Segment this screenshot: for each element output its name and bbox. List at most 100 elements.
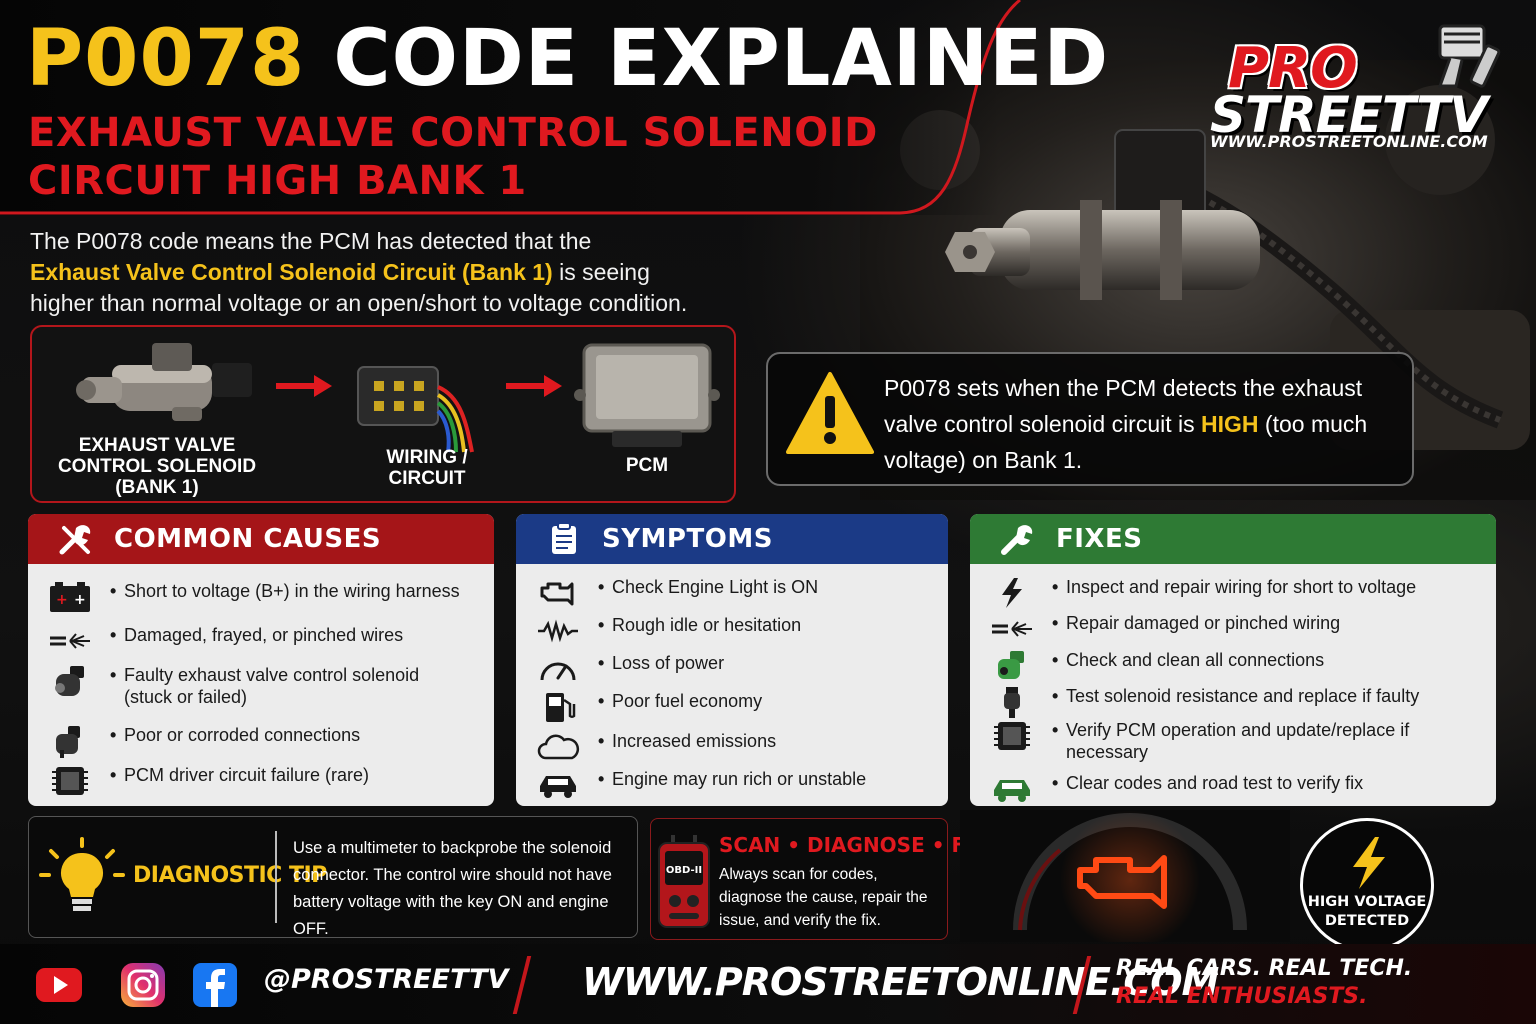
svg-text:+: +: [74, 592, 86, 608]
divider: [275, 831, 277, 923]
fuel-pump-icon: [546, 693, 576, 722]
list-item: • Clear codes and road test to verify fi…: [970, 772, 1466, 806]
symptom-text: Increased emissions: [612, 731, 777, 751]
logo-pro: PRO: [1228, 36, 1358, 101]
alert-text: P0078 sets when the PCM detects the exha…: [884, 370, 1404, 478]
title-rest: CODE EXPLAINED: [333, 14, 1110, 104]
wiring-connector-icon: [357, 366, 474, 453]
prostreet-logo: PRO STREETTV WWW.PROSTREETONLINE.COM: [1200, 20, 1530, 160]
fix-text: Repair damaged or pinched wiring: [1066, 613, 1341, 633]
subtitle-line2: CIRCUIT HIGH BANK 1: [28, 158, 527, 204]
title-code: P0078: [26, 14, 306, 104]
list-item: • Rough idle or hesitation: [516, 614, 932, 648]
cause-text: PCM driver circuit failure (rare): [124, 765, 370, 785]
intro-highlight: Exhaust Valve Control Solenoid Circuit (…: [30, 259, 553, 285]
list-item: • Loss of power: [516, 652, 932, 686]
list-item: • Check Engine Light is ON: [516, 576, 932, 610]
tools-icon: [59, 525, 91, 555]
flow-step-pcm: PCM: [625, 455, 669, 476]
high-voltage-badge: HIGH VOLTAGE DETECTED: [1300, 818, 1434, 952]
battery-icon: + +: [50, 582, 90, 612]
list-item: • Test solenoid resistance and replace i…: [970, 685, 1466, 719]
connector-icon: [56, 726, 80, 758]
cloud-icon: [537, 734, 580, 760]
circuit-flow-diagram: EXHAUST VALVE CONTROL SOLENOID (BANK 1) …: [30, 325, 736, 503]
fixes-title: FIXES: [1056, 524, 1143, 554]
symptoms-header: SYMPTOMS: [516, 514, 948, 564]
chip-icon: [52, 767, 88, 795]
symptom-text: Loss of power: [612, 653, 725, 673]
list-item: • Repair damaged or pinched wiring: [970, 612, 1466, 646]
cause-text: Faulty exhaust valve control solenoid (s…: [124, 665, 420, 707]
symptoms-panel: SYMPTOMS • Check Engine Light is ON • Ro…: [516, 514, 948, 806]
intro-part1: The P0078 code means the PCM has detecte…: [30, 228, 592, 254]
list-item: • Poor or corroded connections: [28, 724, 484, 758]
list-item: • Faulty exhaust valve control solenoid …: [28, 664, 444, 708]
slogan-line1: REAL CARS. REAL TECH.: [1116, 956, 1413, 981]
frayed-wire-icon: [50, 633, 90, 649]
instagram-icon[interactable]: [118, 962, 168, 1008]
list-item: • Check and clean all connections: [970, 649, 1466, 683]
symptom-text: Engine may run rich or unstable: [612, 769, 867, 789]
common-causes-header: COMMON CAUSES: [28, 514, 494, 564]
solenoid-icon: [55, 666, 84, 696]
connector-icon: [998, 651, 1024, 679]
arrow-right-icon: [276, 375, 332, 397]
list-item: + + • Short to voltage (B+) in the wirin…: [28, 580, 484, 614]
common-causes-panel: COMMON CAUSES + + • Short to voltage (B+…: [28, 514, 494, 806]
logo-url: WWW.PROSTREETONLINE.COM: [1210, 132, 1488, 151]
slogan-line2: REAL ENTHUSIASTS.: [1116, 984, 1368, 1009]
obd-scanner-icon: OBD-II: [658, 835, 710, 928]
cause-text: Damaged, frayed, or pinched wires: [124, 625, 404, 645]
diagnostic-tip-title: DIAGNOSTIC TIP: [133, 863, 327, 888]
piston-icon: [1437, 24, 1501, 88]
solenoid-icon: [76, 343, 252, 421]
lightning-icon: [1353, 837, 1385, 889]
website-link[interactable]: WWW.PROSTREETONLINE.COM: [582, 960, 1219, 1004]
scan-text: Always scan for codes, diagnose the caus…: [719, 866, 928, 929]
fix-text: Clear codes and road test to verify fix: [1066, 773, 1364, 793]
arrow-right-icon: [506, 375, 562, 397]
symptom-text: Poor fuel economy: [612, 691, 763, 711]
common-causes-title: COMMON CAUSES: [114, 524, 382, 554]
svg-text:+: +: [56, 592, 68, 608]
alert-highlight: HIGH: [1201, 411, 1259, 437]
list-item: • PCM driver circuit failure (rare): [28, 764, 484, 798]
warning-icon: [786, 372, 874, 454]
diagnostic-tip-text: Use a multimeter to backprobe the soleno…: [293, 839, 612, 938]
badge-line2: DETECTED: [1324, 913, 1410, 929]
frayed-wire-icon: [992, 621, 1032, 637]
social-handle[interactable]: @PROSTREETTV: [264, 964, 509, 995]
subtitle-line1: EXHAUST VALVE CONTROL SOLENOID: [28, 110, 878, 156]
solenoid-icon: [1004, 687, 1020, 718]
cause-text: Short to voltage (B+) in the wiring harn…: [124, 581, 460, 601]
clipboard-icon: [552, 522, 576, 554]
facebook-icon[interactable]: [190, 962, 240, 1008]
check-engine-dashboard: [960, 810, 1290, 942]
intro-part3: higher than normal voltage or an open/sh…: [30, 290, 688, 316]
divider: [512, 956, 532, 1014]
flow-step-wiring: WIRING / CIRCUIT: [386, 447, 468, 489]
cause-text: Poor or corroded connections: [124, 725, 361, 745]
car-icon: [994, 780, 1030, 802]
list-item: • Poor fuel economy: [516, 690, 932, 724]
logo-street: STREETTV: [1210, 86, 1488, 144]
waveform-icon: [538, 619, 578, 643]
fix-text: Inspect and repair wiring for short to v…: [1066, 577, 1417, 597]
symptoms-title: SYMPTOMS: [602, 524, 773, 554]
alert-text-part2: (too much voltage) on Bank 1.: [884, 411, 1368, 473]
engine-light-icon: [540, 582, 574, 606]
intro-part2: is seeing: [552, 259, 650, 285]
car-icon: [540, 776, 576, 798]
list-item: • Verify PCM operation and update/replac…: [970, 719, 1426, 763]
youtube-icon[interactable]: [34, 962, 84, 1008]
intro-text: The P0078 code means the PCM has detecte…: [30, 226, 790, 319]
list-item: • Increased emissions: [516, 730, 932, 764]
list-item: • Inspect and repair wiring for short to…: [970, 576, 1466, 610]
symptom-text: Check Engine Light is ON: [612, 577, 819, 597]
diagnostic-tip-box: DIAGNOSTIC TIP Use a multimeter to backp…: [28, 816, 638, 938]
list-item: • Damaged, frayed, or pinched wires: [28, 624, 484, 658]
scan-diagnose-fix-box: OBD-II SCAN • DIAGNOSE • FIX Always scan…: [650, 818, 988, 940]
badge-line1: HIGH VOLTAGE: [1307, 894, 1427, 910]
pcm-module-icon: [574, 343, 720, 447]
